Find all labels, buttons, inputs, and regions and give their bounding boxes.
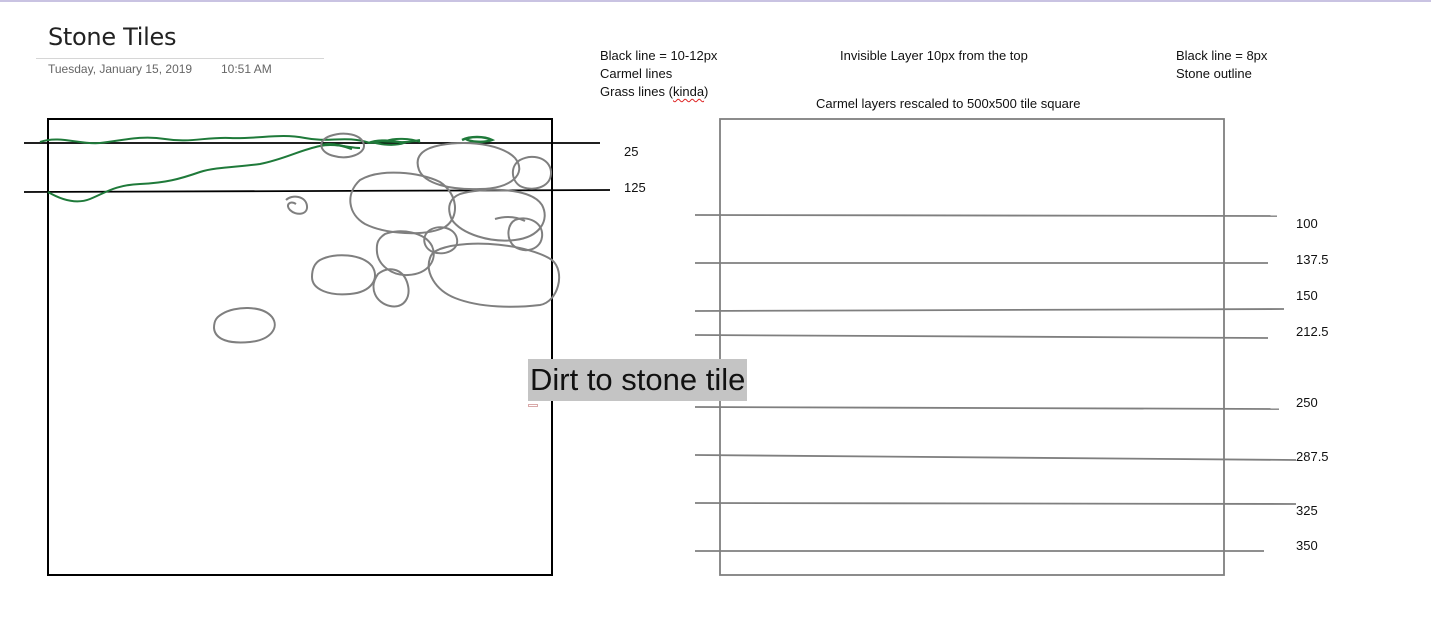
stone: [372, 268, 410, 308]
stone: [349, 171, 456, 235]
note-left-line-3: Grass lines (kinda): [600, 84, 709, 99]
stone: [494, 215, 526, 222]
note-right-line-2: Stone outline: [1176, 66, 1252, 81]
note-left[interactable]: Black line = 10-12px Carmel lines Grass …: [600, 47, 717, 101]
stone: [448, 188, 546, 242]
right-line-label-287-5: 287.5: [1296, 449, 1329, 464]
stone: [423, 226, 459, 255]
right-line-label-137-5: 137.5: [1296, 252, 1329, 267]
selected-text-dirt-to-stone[interactable]: Dirt to stone tile: [528, 359, 748, 401]
grass-scribble-1: [367, 137, 421, 146]
note-left-line-2: Carmel lines: [600, 66, 673, 81]
note-left-line-1: Black line = 10-12px: [600, 48, 718, 63]
left-line-label-25: 25: [624, 144, 639, 159]
carmel-line-100: [694, 214, 1278, 217]
carmel-line-150: [694, 308, 1285, 312]
right-line-label-250: 250: [1296, 395, 1318, 410]
note-right-line-1: Black line = 8px: [1176, 48, 1268, 63]
left-tile-outline: [47, 118, 553, 576]
left-line-label-125: 125: [624, 180, 646, 195]
title-divider: [36, 58, 324, 59]
carmel-line-212-5: [694, 334, 1269, 339]
carmel-line-325: [694, 502, 1297, 505]
stone: [427, 242, 561, 308]
stone-curl: [285, 195, 309, 215]
stone: [416, 142, 521, 191]
stone: [310, 254, 377, 296]
stone: [507, 217, 544, 252]
spellcheck-word: kinda: [672, 84, 705, 99]
page-date: Tuesday, January 15, 2019: [48, 62, 193, 76]
right-line-label-150: 150: [1296, 288, 1318, 303]
note-right[interactable]: Black line = 8px Stone outline: [1176, 47, 1267, 83]
carmel-line-250: [694, 406, 1280, 410]
note-rescale[interactable]: Carmel layers rescaled to 500x500 tile s…: [816, 96, 1081, 111]
stone: [320, 132, 365, 159]
stone: [212, 307, 276, 344]
carmel-lines: [694, 214, 1297, 552]
right-line-label-325: 325: [1296, 503, 1318, 518]
page-title[interactable]: Stone Tiles: [48, 23, 177, 51]
stone: [375, 230, 435, 277]
page-time: 10:51 AM: [221, 62, 272, 76]
right-line-label-100: 100: [1296, 216, 1318, 231]
right-line-label-350: 350: [1296, 538, 1318, 553]
right-tile-outline: [719, 118, 1225, 576]
grass-scribble-3: [321, 143, 353, 151]
right-line-label-212-5: 212.5: [1296, 324, 1329, 339]
text-container-handle[interactable]: [528, 404, 538, 407]
note-middle[interactable]: Invisible Layer 10px from the top: [840, 48, 1028, 63]
grass-line-lower: [47, 144, 361, 203]
stones: [212, 132, 561, 344]
carmel-line-287-5: [694, 454, 1297, 461]
stone: [511, 155, 553, 190]
grass-scribble-2: [461, 135, 496, 144]
